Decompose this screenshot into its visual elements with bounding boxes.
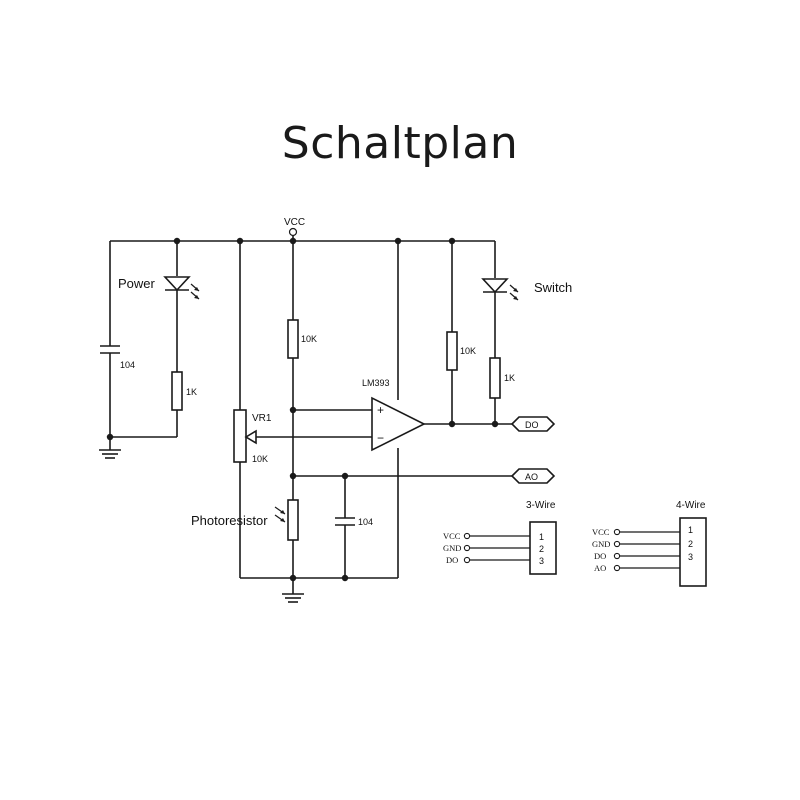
r-led2-label: 1K bbox=[504, 373, 515, 383]
power-led-icon bbox=[163, 276, 200, 300]
four-wire-pin2-signal: GND bbox=[592, 539, 610, 549]
plus-input-label: + bbox=[377, 403, 384, 417]
four-wire-title: 4-Wire bbox=[676, 500, 706, 511]
vr1-potentiometer bbox=[233, 409, 247, 463]
photoresistor-element bbox=[287, 499, 299, 541]
vr1-wiper-arrow bbox=[244, 429, 257, 445]
r-led1-resistor bbox=[171, 371, 183, 411]
four-wire-pin2-number: 2 bbox=[688, 539, 693, 549]
vcc-label: VCC bbox=[284, 217, 305, 228]
three-wire-pin2-number: 2 bbox=[539, 544, 544, 554]
four-wire-connector: 4-Wire VCC GND DO AO 1 2 3 bbox=[592, 500, 707, 587]
r-led2-resistor bbox=[489, 357, 501, 399]
r-top-resistor bbox=[287, 319, 299, 359]
three-wire-pin3-number: 3 bbox=[539, 556, 544, 566]
do-port-label: DO bbox=[525, 420, 539, 430]
vr1-value-label: 10K bbox=[252, 454, 268, 464]
four-wire-pin1-number: 1 bbox=[688, 525, 693, 535]
photoresistor-label: Photoresistor bbox=[191, 513, 268, 528]
four-wire-pin3-signal: DO bbox=[594, 551, 606, 561]
four-wire-pin4-signal: AO bbox=[594, 563, 606, 573]
r-pull-resistor bbox=[446, 331, 458, 371]
switch-label: Switch bbox=[534, 280, 572, 295]
page-title: Schaltplan bbox=[281, 118, 519, 169]
photoresistor-light-icon bbox=[274, 506, 286, 523]
three-wire-pin3-signal: DO bbox=[446, 555, 458, 565]
three-wire-pin2-signal: GND bbox=[443, 543, 461, 553]
r-top-label: 10K bbox=[301, 334, 317, 344]
three-wire-title: 3-Wire bbox=[526, 500, 556, 511]
c2-label: 104 bbox=[358, 517, 373, 527]
c1-label: 104 bbox=[120, 360, 135, 370]
three-wire-pin1-signal: VCC bbox=[443, 531, 461, 541]
ground-symbol-main bbox=[282, 578, 304, 603]
ground-symbol-left bbox=[99, 437, 121, 459]
ao-port-label: AO bbox=[525, 472, 538, 482]
do-port bbox=[510, 416, 556, 432]
four-wire-pin1-signal: VCC bbox=[592, 527, 610, 537]
lm393-label: LM393 bbox=[362, 378, 390, 388]
power-label: Power bbox=[118, 276, 156, 291]
three-wire-connector: 3-Wire VCC GND DO 1 2 3 bbox=[443, 500, 557, 575]
three-wire-pin1-number: 1 bbox=[539, 532, 544, 542]
four-wire-pin3-number: 3 bbox=[688, 552, 693, 562]
vcc-terminal bbox=[288, 227, 298, 237]
r-led1-label: 1K bbox=[186, 387, 197, 397]
ao-port bbox=[510, 468, 556, 484]
r-pull-label: 10K bbox=[460, 346, 476, 356]
lm393-comparator bbox=[371, 396, 426, 452]
four-wire-header bbox=[679, 517, 707, 587]
minus-input-label: − bbox=[377, 431, 384, 445]
junction-dots bbox=[106, 237, 499, 582]
switch-led-icon bbox=[481, 278, 519, 301]
vr1-label: VR1 bbox=[252, 413, 272, 424]
